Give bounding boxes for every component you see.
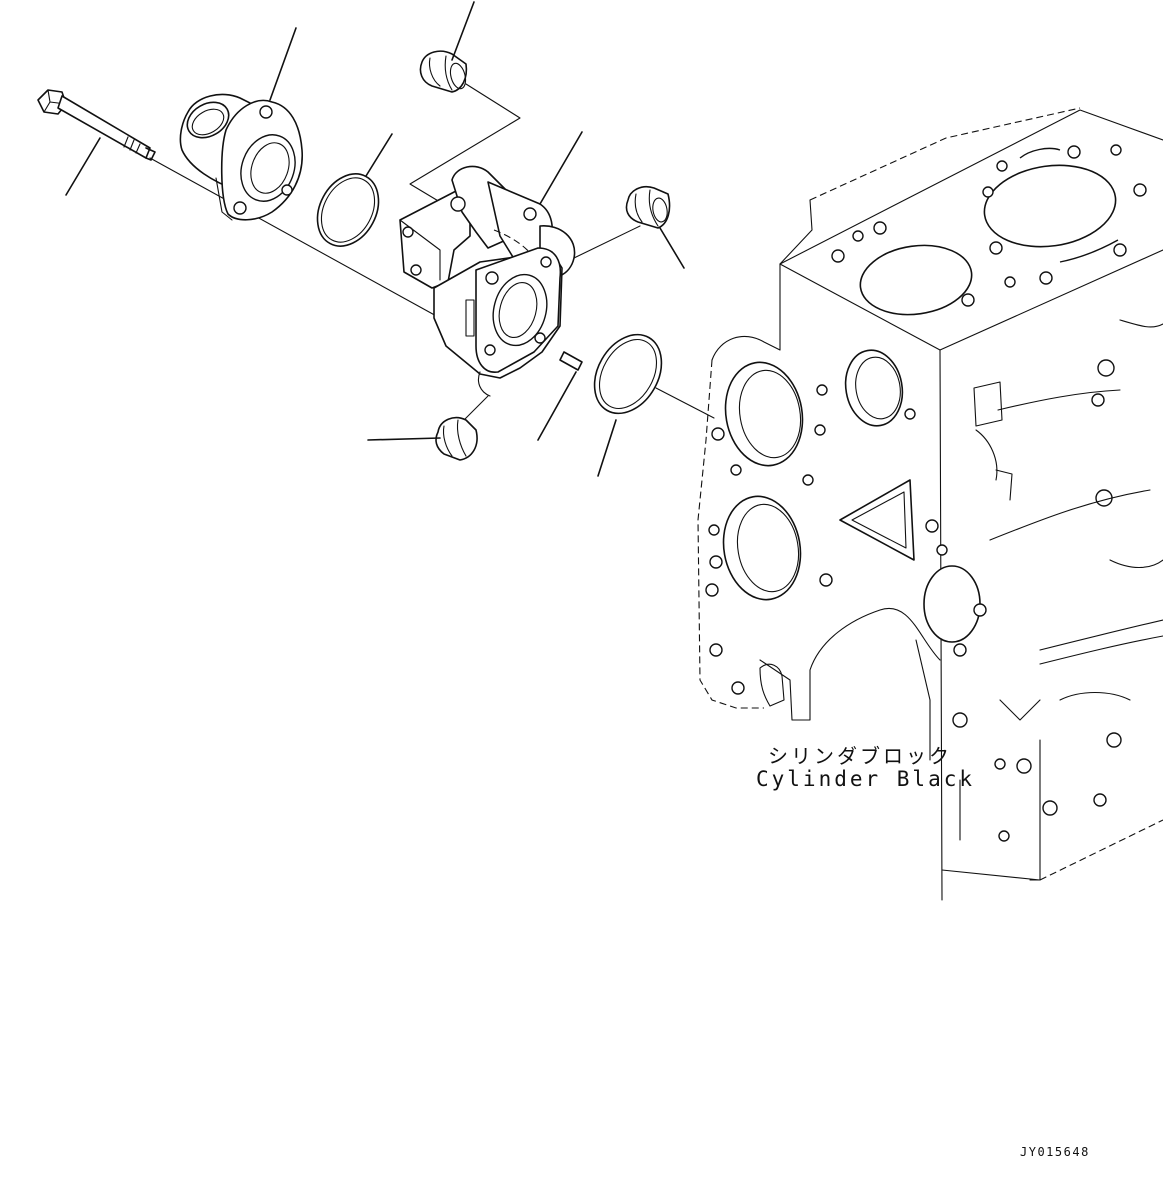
plug-cap-top: [419, 50, 468, 93]
cylinder-block: [697, 107, 1163, 901]
cap-bottom-leader: [367, 437, 441, 441]
plug-cap-bottom: [435, 416, 478, 461]
dowel-pin: [559, 351, 583, 371]
o-ring-lower-leader: [597, 387, 715, 477]
flanged-elbow: [179, 93, 303, 221]
bolt-leader: [65, 137, 441, 319]
dowel-pin-leader: [537, 371, 577, 441]
thermostat-housing: [399, 165, 576, 397]
drawing-code: JY015648: [1020, 1145, 1090, 1159]
o-ring-lower: [593, 333, 663, 415]
bolt: [37, 89, 156, 161]
cylinder-block-label-en: Cylinder Black: [756, 767, 976, 791]
cylinder-block-label-jp: シリンダブロック: [768, 744, 952, 768]
o-ring-upper-leader: [365, 133, 393, 177]
o-ring-upper: [316, 173, 380, 247]
elbow-leader: [269, 27, 297, 101]
plug-cap-right: [625, 185, 671, 229]
cap-right-leader: [659, 227, 685, 269]
